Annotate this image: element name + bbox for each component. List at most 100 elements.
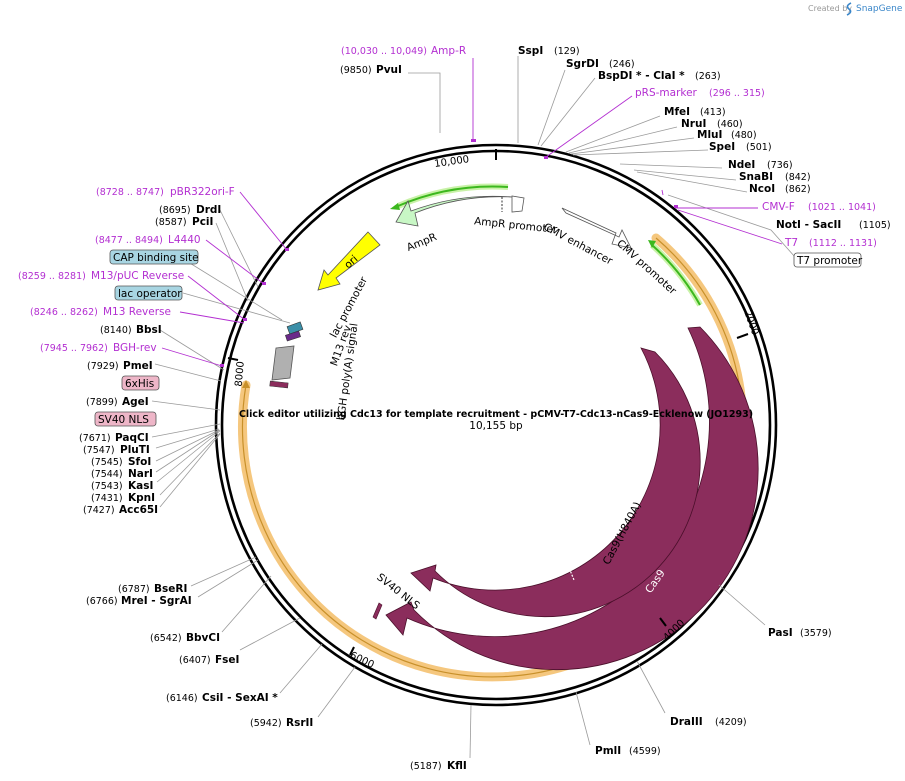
enzyme-acc65i-pos: (7427) xyxy=(83,505,115,516)
plasmid-title: Click editor utilizing Cdc13 for templat… xyxy=(239,409,753,420)
enzyme-bbvci-pos: (6542) xyxy=(150,633,182,644)
snapgene-logo-icon xyxy=(846,2,852,16)
enzyme-agei-pos: (7899) xyxy=(86,397,118,408)
enzyme-sspi: SspI xyxy=(518,45,543,57)
plasmid-size: 10,155 bp xyxy=(469,420,523,432)
bgh-polya-box xyxy=(269,345,295,389)
box-lac-operator: lac operator xyxy=(114,285,183,301)
enzyme-nari: NarI xyxy=(128,468,153,480)
enzyme-kfli-pos: (5187) xyxy=(410,761,442,772)
enzyme-pvui: PvuI xyxy=(376,64,402,76)
enzyme-kasi: KasI xyxy=(128,480,153,492)
enzyme-kpni: KpnI xyxy=(128,492,155,504)
leader-lines xyxy=(151,56,796,759)
box-lac-operator-label: lac operator xyxy=(118,288,182,300)
enzyme-snabi: SnaBI xyxy=(739,171,773,183)
enzyme-pasi-pos: (3579) xyxy=(800,628,832,639)
feature-cmv-f-range: (1021 .. 1041) xyxy=(808,202,876,213)
enzyme-kasi-pos: (7543) xyxy=(91,481,123,492)
enzyme-pmei: PmeI xyxy=(123,360,153,372)
enzyme-paqci-pos: (7671) xyxy=(79,433,111,444)
enzyme-pasi: PasI xyxy=(768,627,793,639)
feature-m13-puc-reverse-range: (8259 .. 8281) xyxy=(18,271,86,282)
ruler-6000: 6000 xyxy=(348,650,376,671)
ori-arrow xyxy=(317,231,381,291)
cas9-h840a-arrow xyxy=(410,347,701,618)
box-cap-binding-site: CAP binding site xyxy=(109,249,199,265)
cmv-enhancer-arrow xyxy=(561,207,632,249)
feature-t7-range: (1112 .. 1131) xyxy=(809,238,877,249)
enzyme-mrei-sgrai: MreI - SgrAI xyxy=(121,595,192,607)
feature-bgh-rev: BGH-rev xyxy=(113,342,157,354)
cas9-arrow xyxy=(385,326,759,671)
enzyme-rsrii: RsrII xyxy=(286,717,313,729)
enzyme-bbsi-pos: (8140) xyxy=(100,325,132,336)
enzyme-nrui-pos: (460) xyxy=(717,119,743,130)
enzyme-mfei: MfeI xyxy=(664,106,690,118)
feature-m13-reverse: M13 Reverse xyxy=(103,306,171,318)
feature-pbr322ori-f-range: (8728 .. 8747) xyxy=(96,187,164,198)
ruler-10000: 10,000 xyxy=(434,154,470,170)
enzyme-draiii-pos: (4209) xyxy=(715,717,747,728)
feature-pbr322ori-f: pBR322ori-F xyxy=(170,186,235,198)
created-by-text: Created by xyxy=(808,4,852,13)
enzyme-kpni-pos: (7431) xyxy=(91,493,123,504)
feature-prs-marker: pRS-marker xyxy=(635,87,698,99)
box-t7-promoter-label: T7 promoter xyxy=(796,255,863,267)
feature-m13-puc-reverse: M13/pUC Reverse xyxy=(91,270,184,282)
feature-l4440: L4440 xyxy=(168,234,201,246)
enzyme-bseri-pos: (6787) xyxy=(118,584,150,595)
enzyme-snabi-pos: (842) xyxy=(785,172,811,183)
feature-m13-reverse-range: (8246 .. 8262) xyxy=(30,307,98,318)
enzyme-spei: SpeI xyxy=(709,141,735,153)
enzyme-rsrii-pos: (5942) xyxy=(250,718,282,729)
feature-bgh-rev-range: (7945 .. 7962) xyxy=(40,343,108,354)
sv40-nls-mark xyxy=(372,602,383,620)
enzyme-kfli: KflI xyxy=(447,760,467,772)
cmv-green-arrow xyxy=(648,240,703,307)
box-t7-promoter: T7 promoter xyxy=(793,252,863,268)
label-ampr: AmpR xyxy=(405,231,439,254)
enzyme-noti-sacii: NotI - SacII xyxy=(776,219,841,231)
feature-marks xyxy=(220,139,678,367)
enzyme-ncoi: NcoI xyxy=(749,183,775,195)
enzyme-paqci: PaqCI xyxy=(115,432,149,444)
enzyme-mrei-sgrai-pos: (6766) xyxy=(86,596,118,607)
enzyme-sspi-pos: (129) xyxy=(554,46,580,57)
enzyme-pmei-pos: (7929) xyxy=(87,361,119,372)
feature-t7: T7 xyxy=(784,237,798,249)
box-sv40-nls: SV40 NLS xyxy=(94,411,157,427)
snapgene-brand: SnapGene xyxy=(856,4,903,14)
enzyme-nrui: NruI xyxy=(681,118,706,130)
enzyme-csii-sexai-pos: (6146) xyxy=(166,693,198,704)
enzyme-spei-pos: (501) xyxy=(746,142,772,153)
enzyme-pvui-pos: (9850) xyxy=(340,65,372,76)
box-sv40-nls-label: SV40 NLS xyxy=(98,414,149,426)
feature-leader-lines xyxy=(161,58,783,367)
enzyme-drdi-pos: (8695) xyxy=(159,205,191,216)
ampr-arrow xyxy=(395,195,525,227)
enzyme-mlui-pos: (480) xyxy=(731,130,757,141)
ruler-2000: 2000 xyxy=(741,309,760,337)
enzyme-sfoi-pos: (7545) xyxy=(91,457,123,468)
enzyme-bspdi-clai: BspDI * - ClaI * xyxy=(598,70,685,82)
enzyme-bspdi-clai-pos: (263) xyxy=(695,71,721,82)
box-6xhis: 6xHis xyxy=(121,375,160,391)
enzyme-agei: AgeI xyxy=(122,396,149,408)
enzyme-pmli: PmlI xyxy=(595,745,621,757)
enzyme-mlui: MluI xyxy=(697,129,722,141)
enzyme-pcii: PciI xyxy=(192,216,213,228)
box-6xhis-label: 6xHis xyxy=(125,378,154,390)
enzyme-bseri: BseRI xyxy=(154,583,187,595)
enzyme-sgrdi-pos: (246) xyxy=(609,59,635,70)
enzyme-ncoi-pos: (862) xyxy=(785,184,811,195)
enzyme-drdi: DrdI xyxy=(196,204,221,216)
feature-amp-r: Amp-R xyxy=(431,45,466,57)
ruler-ticks xyxy=(227,149,749,656)
enzyme-ndei-pos: (736) xyxy=(767,160,793,171)
enzyme-fsei-pos: (6407) xyxy=(179,655,211,666)
enzyme-pcii-pos: (8587) xyxy=(155,217,187,228)
ruler-8000: 8000 xyxy=(234,361,247,387)
enzyme-draiii: DraIII xyxy=(670,716,703,728)
